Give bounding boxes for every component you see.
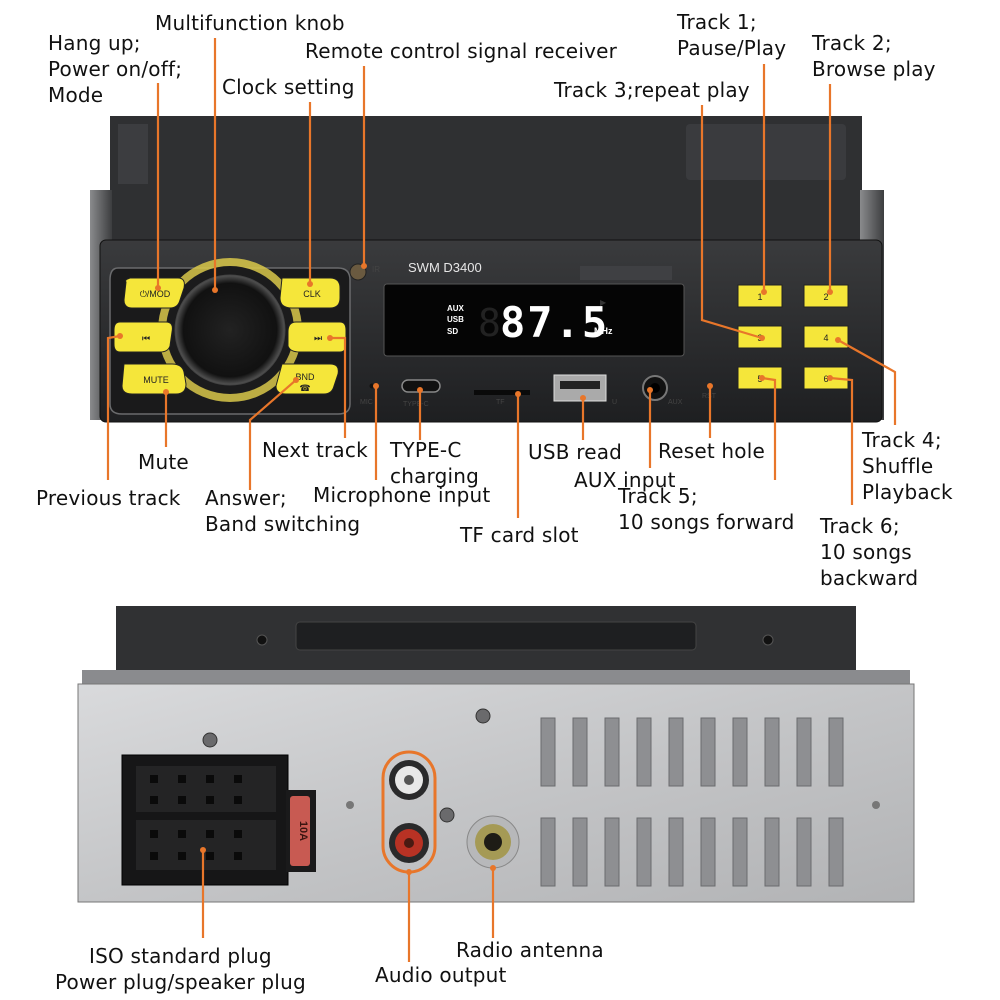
label-next: Next track (262, 438, 368, 462)
rear-top-screw-left (256, 634, 268, 646)
leader-next (330, 336, 347, 438)
mute-button[interactable]: MUTE (121, 363, 187, 395)
preset-1-label: 1 (757, 292, 762, 302)
fuse-rating: 10A (297, 821, 309, 841)
phone-icon: ☎ (299, 383, 310, 393)
rear-panel: 10A (77, 606, 915, 903)
rear-rivet (346, 801, 354, 809)
label-track1: Track 1; Pause/Play (677, 10, 787, 60)
bnd-button[interactable]: BND ☎ (275, 363, 339, 395)
front-panel: ⏻/MOD CLK ⏮ ⏭ MUTE BND ☎ IR SWM D3400 (90, 116, 884, 423)
display-unit: MHz (594, 326, 613, 336)
rear-top-screw-right (762, 634, 774, 646)
prev-button-label: ⏮ (142, 333, 150, 343)
label-knob: Multifunction knob (155, 11, 345, 35)
rear-top-recess (295, 621, 697, 651)
leader-previous (106, 334, 121, 480)
mod-button[interactable]: ⏻/MOD (123, 277, 185, 309)
preset-button-2[interactable]: 2 (803, 284, 849, 308)
mute-button-label: MUTE (143, 375, 169, 385)
label-track3: Track 3;repeat play (554, 78, 750, 102)
label-track2: Track 2; Browse play (812, 31, 936, 81)
rca-red[interactable] (389, 823, 429, 863)
leader-answer (248, 379, 297, 490)
fuse: 10A (286, 790, 316, 872)
tray-clip-left (118, 124, 148, 184)
label-mute: Mute (138, 450, 189, 474)
label-clock: Clock setting (222, 75, 355, 99)
rear-screw-mid (439, 807, 455, 823)
multifunction-knob[interactable] (174, 274, 286, 386)
preset-2-label: 2 (823, 292, 828, 302)
display-source-aux: AUX (447, 304, 465, 313)
leader-track4 (837, 339, 897, 425)
tray-clip-right (686, 124, 846, 180)
typec-mark: TYPE-C (403, 401, 429, 408)
preset-button-4[interactable]: 4 (803, 325, 849, 349)
clk-button-label: CLK (303, 289, 321, 299)
label-track4: Track 4; Shuffle Playback (862, 428, 953, 504)
display-ghost-digit: 8 (478, 301, 501, 345)
display-frequency: 87.5 (500, 298, 609, 347)
front-leader-dots (117, 263, 841, 401)
slot-mark (580, 266, 672, 280)
label-reset: Reset hole (658, 439, 765, 463)
lcd-display (383, 283, 685, 357)
label-usb: USB read (528, 440, 623, 464)
rear-screw-top (475, 708, 491, 724)
preset-button-1[interactable]: 1 (737, 284, 783, 308)
label-hang-up: Hang up; Power on/off; Mode (48, 31, 183, 107)
label-track5: Track 5; 10 songs forward (618, 484, 795, 534)
rear-leader-lines (201, 850, 495, 962)
display-source-usb: USB (447, 315, 464, 324)
tf-mark: TF (496, 399, 505, 406)
front-leader-lines (106, 38, 897, 518)
rca-white[interactable] (389, 760, 429, 800)
mic-mark: MIC (360, 399, 373, 406)
label-tf: TF card slot (460, 523, 579, 547)
label-audio-out: Audio output (375, 963, 507, 987)
display-play-icon: ▶ (600, 298, 607, 307)
leader-track6 (829, 376, 854, 505)
label-antenna: Radio antenna (456, 938, 604, 962)
iso-connector[interactable] (121, 754, 289, 886)
prev-button[interactable]: ⏮ (113, 321, 173, 353)
rear-leader-dots (200, 847, 496, 875)
preset-4-label: 4 (823, 333, 828, 343)
ir-mark: IR (372, 265, 380, 274)
aux-mark: AUX (668, 399, 683, 406)
usb-mark: U (612, 399, 617, 406)
label-answer: Answer; Band switching (205, 486, 361, 536)
label-remote: Remote control signal receiver (305, 39, 618, 63)
label-track6: Track 6; 10 songs backward (820, 514, 919, 590)
rear-rim (82, 670, 910, 684)
mic-hole (369, 383, 375, 389)
preset-6-label: 6 (823, 374, 828, 384)
leader-track3 (700, 105, 763, 340)
leader-track5 (761, 376, 777, 480)
next-button-label: ⏭ (314, 333, 322, 343)
model-label: SWM D3400 (408, 260, 482, 275)
vent-slots (540, 717, 844, 887)
antenna-socket[interactable] (466, 815, 520, 869)
bnd-button-label: BND (295, 372, 315, 382)
rear-rivet-right (872, 801, 880, 809)
label-typec: TYPE-C charging (390, 438, 480, 488)
preset-button-6[interactable]: 6 (803, 366, 849, 390)
rear-screw-iso (202, 732, 218, 748)
label-previous: Previous track (36, 486, 181, 510)
label-iso: ISO standard plug Power plug/speaker plu… (55, 944, 306, 994)
tf-slot[interactable] (474, 390, 530, 395)
clk-button[interactable]: CLK (279, 277, 341, 309)
label-mic: Microphone input (313, 483, 491, 507)
usb-port-inner (560, 381, 600, 389)
mod-button-label: ⏻/MOD (140, 289, 171, 299)
label-aux: AUX input (574, 468, 676, 492)
next-button[interactable]: ⏭ (287, 321, 347, 353)
display-source-sd: SD (447, 327, 458, 336)
